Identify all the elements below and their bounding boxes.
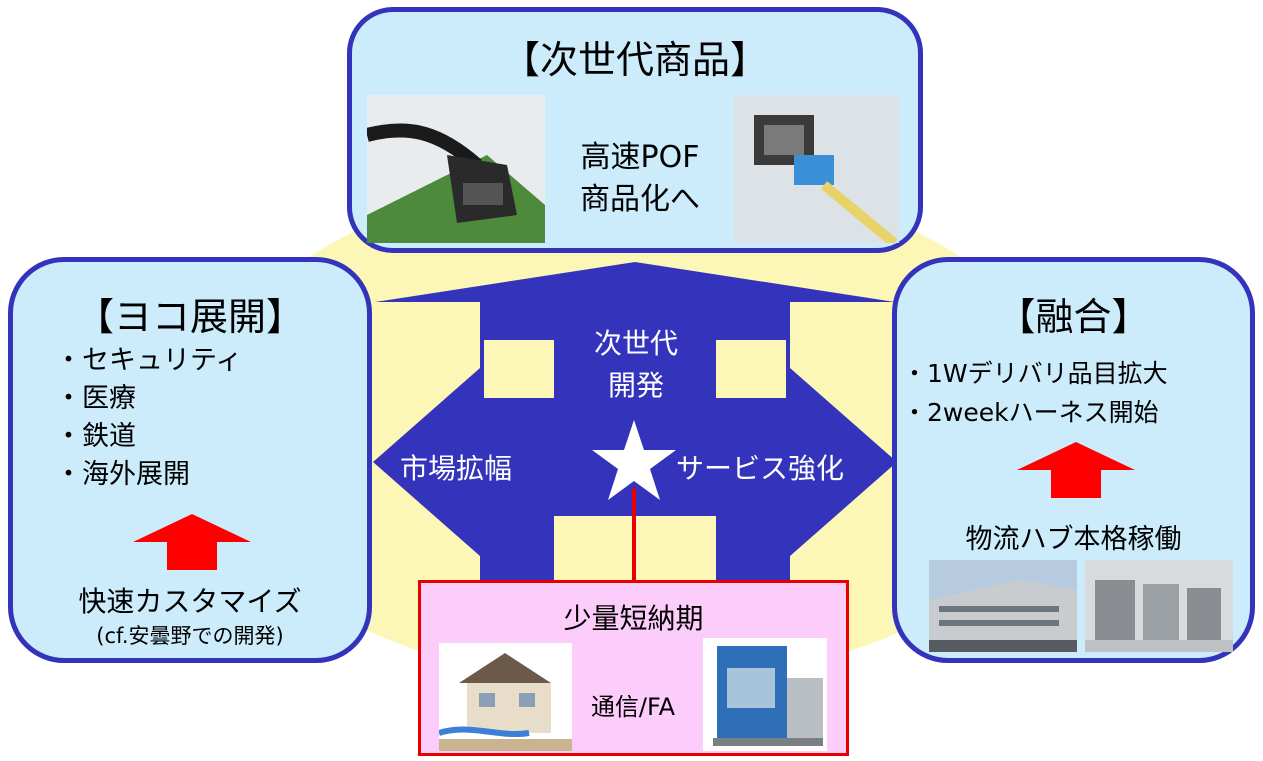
optical-connector-photo xyxy=(734,95,899,243)
warehouse-interior-photo xyxy=(1085,560,1233,652)
arrow-label-next-gen-line2: 開発 xyxy=(607,369,664,402)
red-up-arrow-icon xyxy=(1017,442,1135,498)
comm-fa-text: 通信/FA xyxy=(590,693,676,721)
logistics-building-photo xyxy=(929,560,1077,652)
logistics-hub-text: 物流ハブ本格稼働 xyxy=(965,524,1182,555)
list-item: 2weekハーネス開始 xyxy=(902,393,1168,432)
pof-text-line1: 高速POF xyxy=(580,140,700,175)
cnc-machine-photo xyxy=(703,638,827,751)
next-gen-product-box: 【次世代商品】 高速POF 商品化へ xyxy=(347,7,923,253)
small-lot-short-delivery-title: 少量短納期 xyxy=(563,602,704,635)
list-item: セキュリティ xyxy=(55,342,242,380)
arrow-notch-left xyxy=(484,340,554,398)
horizontal-expansion-title: 【ヨコ展開】 xyxy=(75,295,304,339)
small-lot-short-delivery-box: 少量短納期 通信/FA xyxy=(418,580,849,756)
list-item: 鉄道 xyxy=(55,418,242,456)
star-icon xyxy=(592,420,676,500)
fusion-title: 【融合】 xyxy=(997,295,1150,339)
pof-text-line2: 商品化へ xyxy=(580,182,700,217)
house-network-cable-photo xyxy=(439,643,572,751)
fusion-list: 1Wデリバリ品目拡大 2weekハーネス開始 xyxy=(902,354,1168,432)
fast-customize-note: (cf.安曇野での開発) xyxy=(96,624,284,648)
arrow-notch-right xyxy=(716,340,786,398)
arrow-label-market: 市場拡幅 xyxy=(400,452,513,485)
red-up-arrow-icon xyxy=(133,514,251,570)
arrow-label-service: サービス強化 xyxy=(676,452,845,485)
pof-cable-connector-photo xyxy=(367,95,545,243)
fusion-box: 【融合】 1Wデリバリ品目拡大 2weekハーネス開始 物流ハブ本格稼働 xyxy=(892,257,1255,663)
next-gen-product-title: 【次世代商品】 xyxy=(501,38,768,82)
horizontal-expansion-list: セキュリティ 医療 鉄道 海外展開 xyxy=(55,342,242,494)
arrow-label-next-gen: 次世代 開発 xyxy=(580,323,692,407)
list-item: 海外展開 xyxy=(55,456,242,494)
list-item: 医療 xyxy=(55,380,242,418)
fast-customize-text: 快速カスタマイズ xyxy=(78,585,302,618)
list-item: 1Wデリバリ品目拡大 xyxy=(902,354,1168,393)
arrow-label-next-gen-line1: 次世代 xyxy=(593,327,678,360)
pof-commercialization-text: 高速POF 商品化へ xyxy=(558,137,722,221)
horizontal-expansion-box: 【ヨコ展開】 セキュリティ 医療 鉄道 海外展開 快速カスタマイズ (cf.安曇… xyxy=(8,257,372,663)
